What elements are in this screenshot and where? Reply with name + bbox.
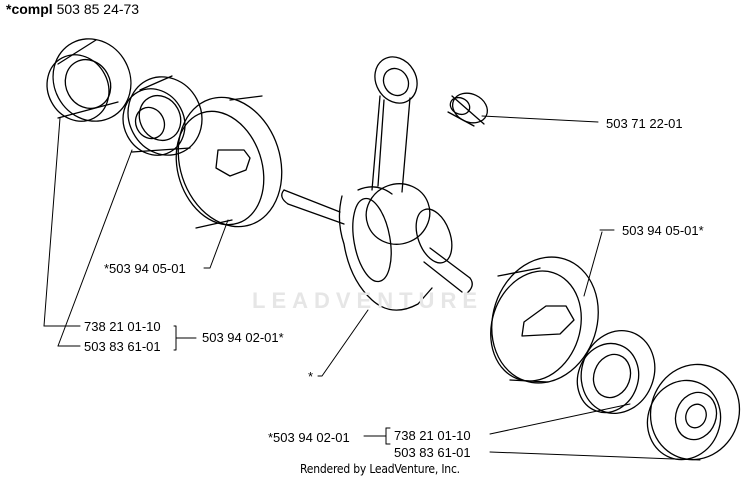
needle-bearing-drawing bbox=[447, 92, 489, 127]
leader-lines bbox=[43, 115, 701, 461]
assembly-title: *compl 503 85 24-73 bbox=[6, 2, 139, 17]
callout-left-bearing-kit[interactable]: 503 94 02-01* bbox=[202, 330, 284, 345]
left-seal-drawing bbox=[46, 38, 132, 122]
connecting-rod-drawing bbox=[365, 56, 431, 245]
left-bearing-drawing bbox=[122, 75, 203, 156]
callout-right-bearing-bottom[interactable]: 503 83 61-01 bbox=[394, 445, 471, 460]
crankshaft-drawing bbox=[281, 186, 473, 311]
assembly-title-prefix: *compl bbox=[6, 1, 53, 17]
right-crank-half-drawing bbox=[490, 256, 599, 384]
callout-left-bearing-top[interactable]: 738 21 01-10 bbox=[84, 319, 161, 334]
left-crank-half-drawing bbox=[175, 95, 283, 229]
callout-crank-assembly[interactable]: * bbox=[308, 369, 314, 384]
callout-crank-half-right[interactable]: 503 94 05-01* bbox=[622, 223, 704, 238]
callout-right-bearing-kit[interactable]: *503 94 02-01 bbox=[268, 430, 350, 445]
callout-left-bearing-bottom[interactable]: 503 83 61-01 bbox=[84, 339, 161, 354]
callout-right-bearing-top[interactable]: 738 21 01-10 bbox=[394, 428, 471, 443]
callout-crank-half-left[interactable]: *503 94 05-01 bbox=[104, 261, 186, 276]
footer-credit: Rendered by LeadVenture, Inc. bbox=[300, 462, 460, 476]
assembly-part-number: 503 85 24-73 bbox=[56, 1, 140, 17]
callout-needle-bearing[interactable]: 503 71 22-01 bbox=[606, 116, 683, 131]
right-bearing-drawing bbox=[576, 330, 656, 414]
watermark: LEADVENTURE bbox=[252, 288, 484, 313]
right-seal-drawing bbox=[646, 363, 741, 461]
